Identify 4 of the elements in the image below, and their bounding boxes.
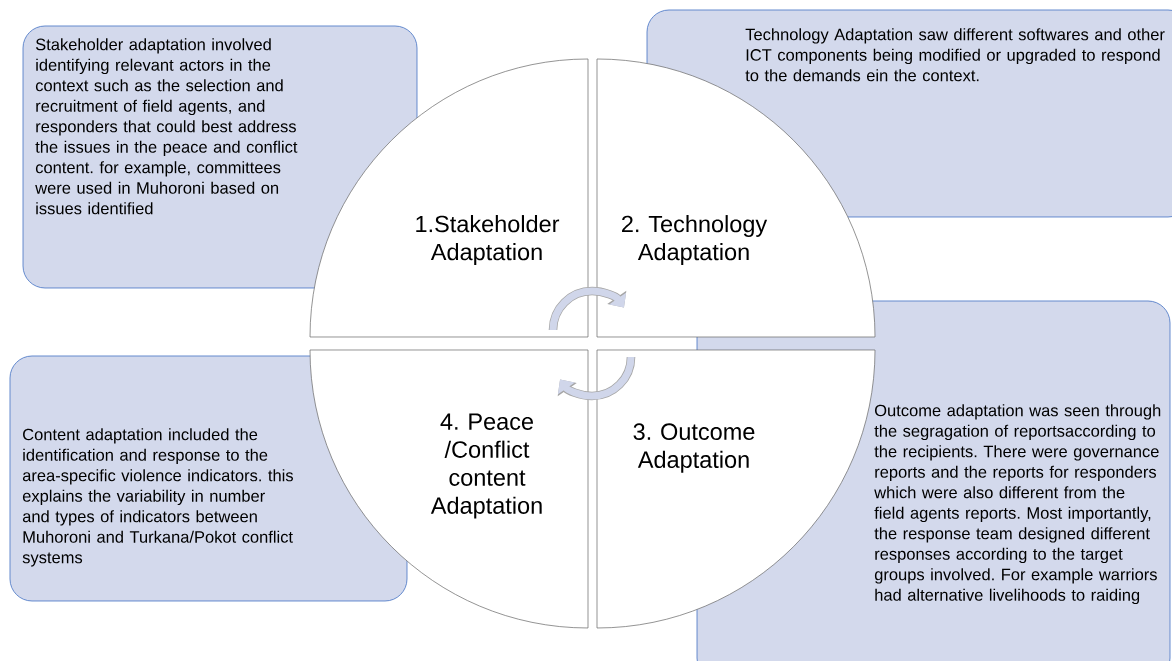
quadrant: 1.Stakeholder Adaptation [309,58,589,338]
curved-arrow [548,286,627,331]
quadrant: 4. Peace /Conflict content Adaptation [309,349,589,629]
curved-arrow [557,356,636,401]
